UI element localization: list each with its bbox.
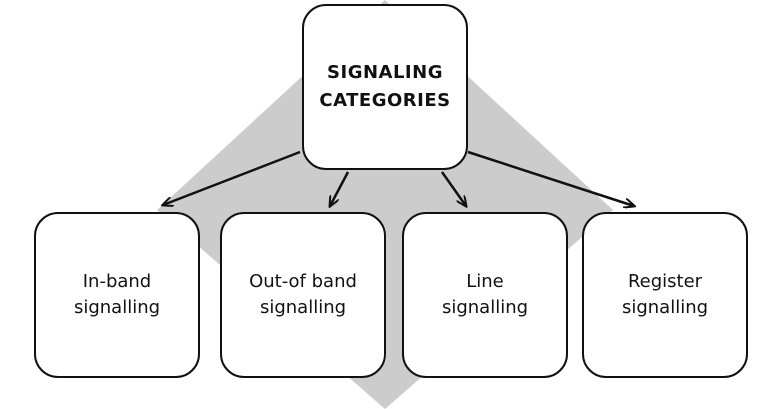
root-label-line1: SIGNALING (327, 62, 443, 83)
arrow-to-register (467, 150, 634, 206)
arrow-to-in-band (163, 150, 301, 205)
child-label-line2: signalling (441, 297, 529, 318)
child-node-register: Register signalling (582, 212, 748, 378)
root-label-line2: CATEGORIES (319, 90, 451, 111)
root-node-signaling-categories: SIGNALING CATEGORIES (302, 4, 468, 170)
child-label-line1: Line (466, 271, 504, 292)
child-label-line1: Register (627, 271, 703, 292)
child-label-line2: signalling (259, 297, 347, 318)
child-label-line1: In-band (82, 271, 152, 292)
arrow-to-out-of-band (330, 171, 350, 206)
child-label-line2: signalling (621, 297, 709, 318)
child-label-line2: signalling (73, 297, 161, 318)
child-node-in-band: In-band signalling (34, 212, 200, 378)
child-node-line: Line signalling (402, 212, 568, 378)
child-label-line1: Out-of band (249, 271, 357, 292)
arrow-to-line (440, 171, 466, 206)
child-node-out-of-band: Out-of band signalling (220, 212, 386, 378)
